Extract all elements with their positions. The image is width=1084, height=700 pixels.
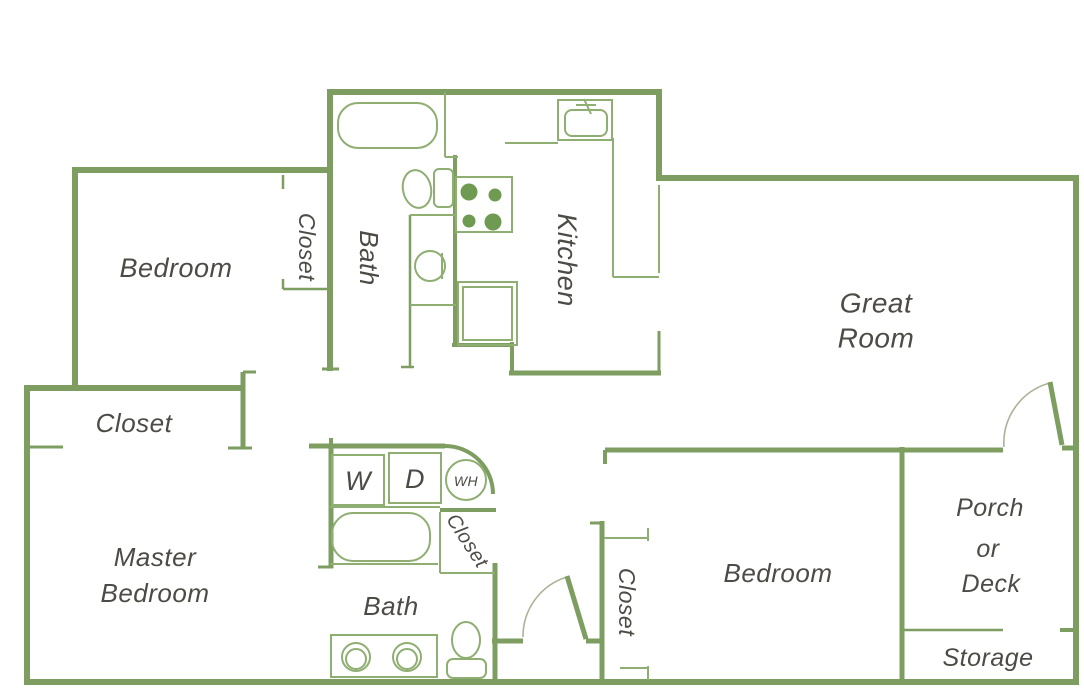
label-bedroom2-closet: Closet bbox=[614, 568, 640, 637]
vanity-sink-inner bbox=[396, 648, 418, 670]
label-bedroom-top-left: Bedroom bbox=[119, 253, 232, 283]
label-master-bedroom-line2: Bedroom bbox=[101, 578, 210, 608]
label-porch-line1: Porch bbox=[956, 494, 1024, 522]
bedroom2-closet-stub-top bbox=[604, 528, 649, 541]
label-water-heater: WH bbox=[454, 473, 479, 489]
vanity-sink-icon bbox=[341, 642, 371, 672]
stove-icon bbox=[455, 176, 513, 233]
vanity-sink-icon bbox=[392, 642, 422, 672]
bedroom2-closet-lines bbox=[604, 528, 649, 680]
dryer-icon bbox=[388, 452, 442, 504]
label-bath-upper: Bath bbox=[354, 230, 384, 286]
toilet2-icon bbox=[451, 621, 481, 659]
vanity-sink-inner bbox=[345, 648, 367, 670]
porch-door-leaf bbox=[1047, 381, 1065, 446]
label-great-room-line2: Room bbox=[838, 323, 915, 354]
kitchen-fixtures bbox=[455, 98, 660, 346]
bath-lower-fixtures bbox=[330, 512, 487, 679]
vanity-icon bbox=[330, 634, 438, 678]
toilet2-tank-icon bbox=[446, 658, 487, 679]
sink-nook-lines bbox=[410, 214, 456, 306]
doors bbox=[522, 381, 1065, 640]
jamb-bath-upper-door bbox=[401, 215, 414, 369]
bath-upper-fixtures bbox=[337, 92, 458, 306]
toilet-icon bbox=[401, 169, 433, 209]
stub-closet-top-lower bbox=[281, 279, 330, 291]
hall-door-swing-arc bbox=[522, 576, 568, 638]
porch-door-swing-arc bbox=[1003, 382, 1051, 448]
bedroom2-closet-stub-bottom bbox=[620, 666, 649, 680]
water-heater-icon bbox=[445, 459, 487, 501]
label-washer: W bbox=[345, 466, 373, 496]
tub-nook-lines bbox=[444, 92, 458, 158]
bathtub-icon bbox=[337, 102, 438, 149]
faucet-icon bbox=[576, 98, 596, 115]
counter-bar-lines bbox=[612, 138, 660, 278]
label-hall-closet: Closet bbox=[442, 510, 493, 573]
laundry-fixtures bbox=[330, 452, 495, 574]
label-storage: Storage bbox=[942, 644, 1033, 672]
kitchen-sink-icon bbox=[564, 109, 608, 137]
washer-icon bbox=[331, 454, 385, 506]
label-porch-line3: Deck bbox=[962, 570, 1022, 598]
wall-kitchen-step bbox=[452, 342, 514, 373]
label-dryer: D bbox=[405, 464, 425, 494]
bathtub2-icon bbox=[331, 512, 431, 562]
hall-closet-lines bbox=[439, 512, 495, 574]
label-kitchen: Kitchen bbox=[552, 213, 582, 307]
wall-waterheater-arc bbox=[444, 444, 495, 495]
pedestal-sink-icon bbox=[414, 250, 446, 282]
label-porch-line2: or bbox=[976, 535, 1000, 563]
burner-icon bbox=[488, 188, 502, 202]
label-bedroom2: Bedroom bbox=[724, 558, 833, 588]
room-labels: Bedroom Closet Bath Kitchen Great Room C… bbox=[96, 213, 1033, 672]
label-master-closet: Closet bbox=[96, 408, 174, 438]
label-great-room-line1: Great bbox=[840, 288, 913, 319]
burner-icon bbox=[460, 183, 478, 201]
burner-icon bbox=[462, 214, 476, 228]
label-master-bedroom-line1: Master bbox=[114, 542, 197, 572]
label-closet-top: Closet bbox=[294, 213, 320, 282]
label-bath-lower: Bath bbox=[363, 591, 419, 621]
refrigerator-icon bbox=[457, 281, 518, 346]
burner-icon bbox=[484, 213, 502, 231]
hall-door-leaf bbox=[564, 575, 589, 640]
toilet-tank-icon bbox=[433, 168, 454, 208]
refrigerator-inner bbox=[462, 286, 513, 341]
